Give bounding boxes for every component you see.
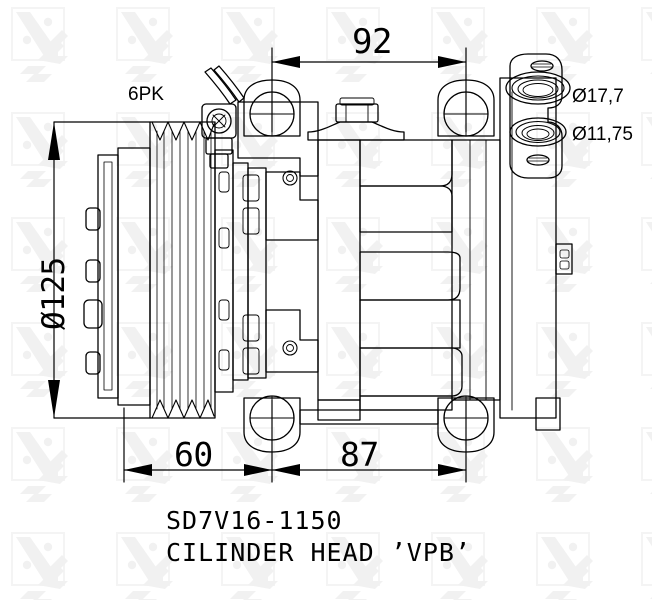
port-label-upper-diameter: Ø17,7 — [572, 86, 624, 107]
drawing-title: SD7V16-1150 — [166, 506, 343, 535]
drawing-subtitle: CILINDER HEAD ’VPB’ — [166, 538, 471, 567]
port-label-lower-diameter: Ø11,75 — [572, 124, 633, 145]
dimension-label-pulley-diameter: Ø125 — [36, 257, 72, 330]
dimension-label-60: 60 — [174, 435, 213, 474]
belt-profile-label-6pk: 6PK — [128, 84, 164, 105]
dimension-label-92: 92 — [352, 22, 392, 62]
dimension-label-87: 87 — [340, 435, 379, 474]
